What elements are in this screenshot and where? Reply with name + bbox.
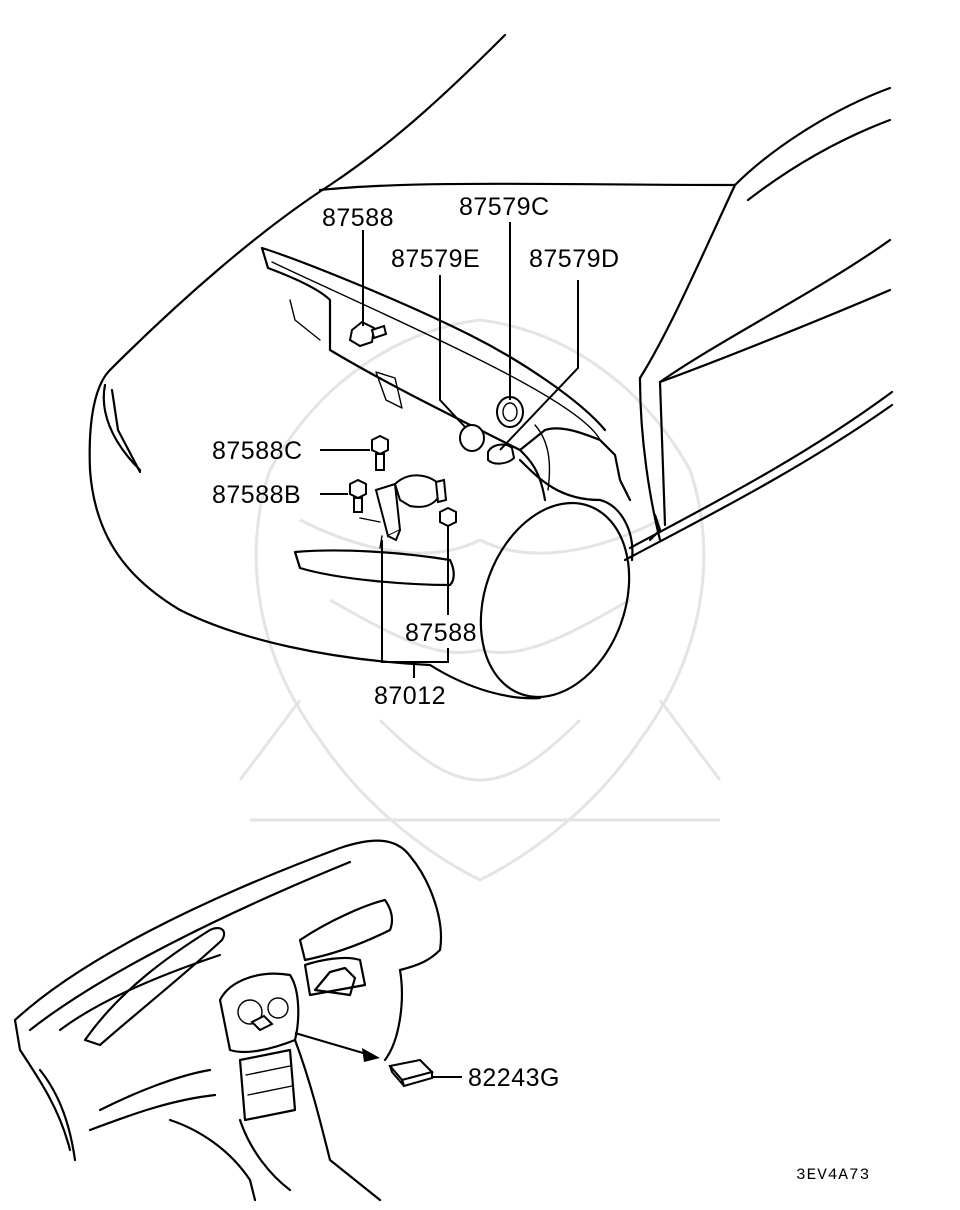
part-switch-82243G [388, 1058, 434, 1088]
part-plug-87579E [459, 424, 485, 452]
front-tire [479, 501, 631, 699]
callout-87579D: 87579D [529, 245, 620, 273]
part-grommet-87579C [496, 396, 524, 428]
air-vent-center [298, 898, 394, 962]
callout-87579C: 87579C [459, 193, 550, 221]
watermark-emblem [238, 318, 722, 882]
location-arrow [294, 1032, 462, 1078]
air-vent-left [83, 926, 226, 1047]
windshield [733, 86, 892, 187]
part-bolt-87588-bottom [439, 506, 457, 528]
leader-lines-top [320, 222, 579, 678]
fog-lamp [293, 549, 455, 587]
part-horn-87012 [359, 474, 448, 549]
car-body-illustration [88, 33, 894, 700]
part-bolt-87588-top [348, 320, 388, 348]
radiator-support-panel [260, 246, 632, 502]
callout-87588-top: 87588 [322, 204, 394, 232]
callout-87588C: 87588C [212, 437, 303, 465]
callout-87588B: 87588B [212, 481, 301, 509]
callout-87579E: 87579E [391, 245, 480, 273]
center-console [218, 972, 300, 1054]
bumper-outline [88, 368, 432, 667]
callout-87588-bottom: 87588 [405, 619, 477, 647]
part-plug-87579D [487, 443, 516, 465]
callout-87012: 87012 [374, 682, 446, 710]
part-bolt-87588C [371, 434, 389, 471]
dash-top-outline [13, 839, 412, 1022]
diagram-code: 3EV4A73 [796, 1166, 870, 1184]
part-bolt-87588B [349, 478, 367, 513]
hood-outline [108, 33, 507, 372]
callout-82243G: 82243G [468, 1064, 560, 1092]
dashboard-illustration [13, 839, 442, 1202]
